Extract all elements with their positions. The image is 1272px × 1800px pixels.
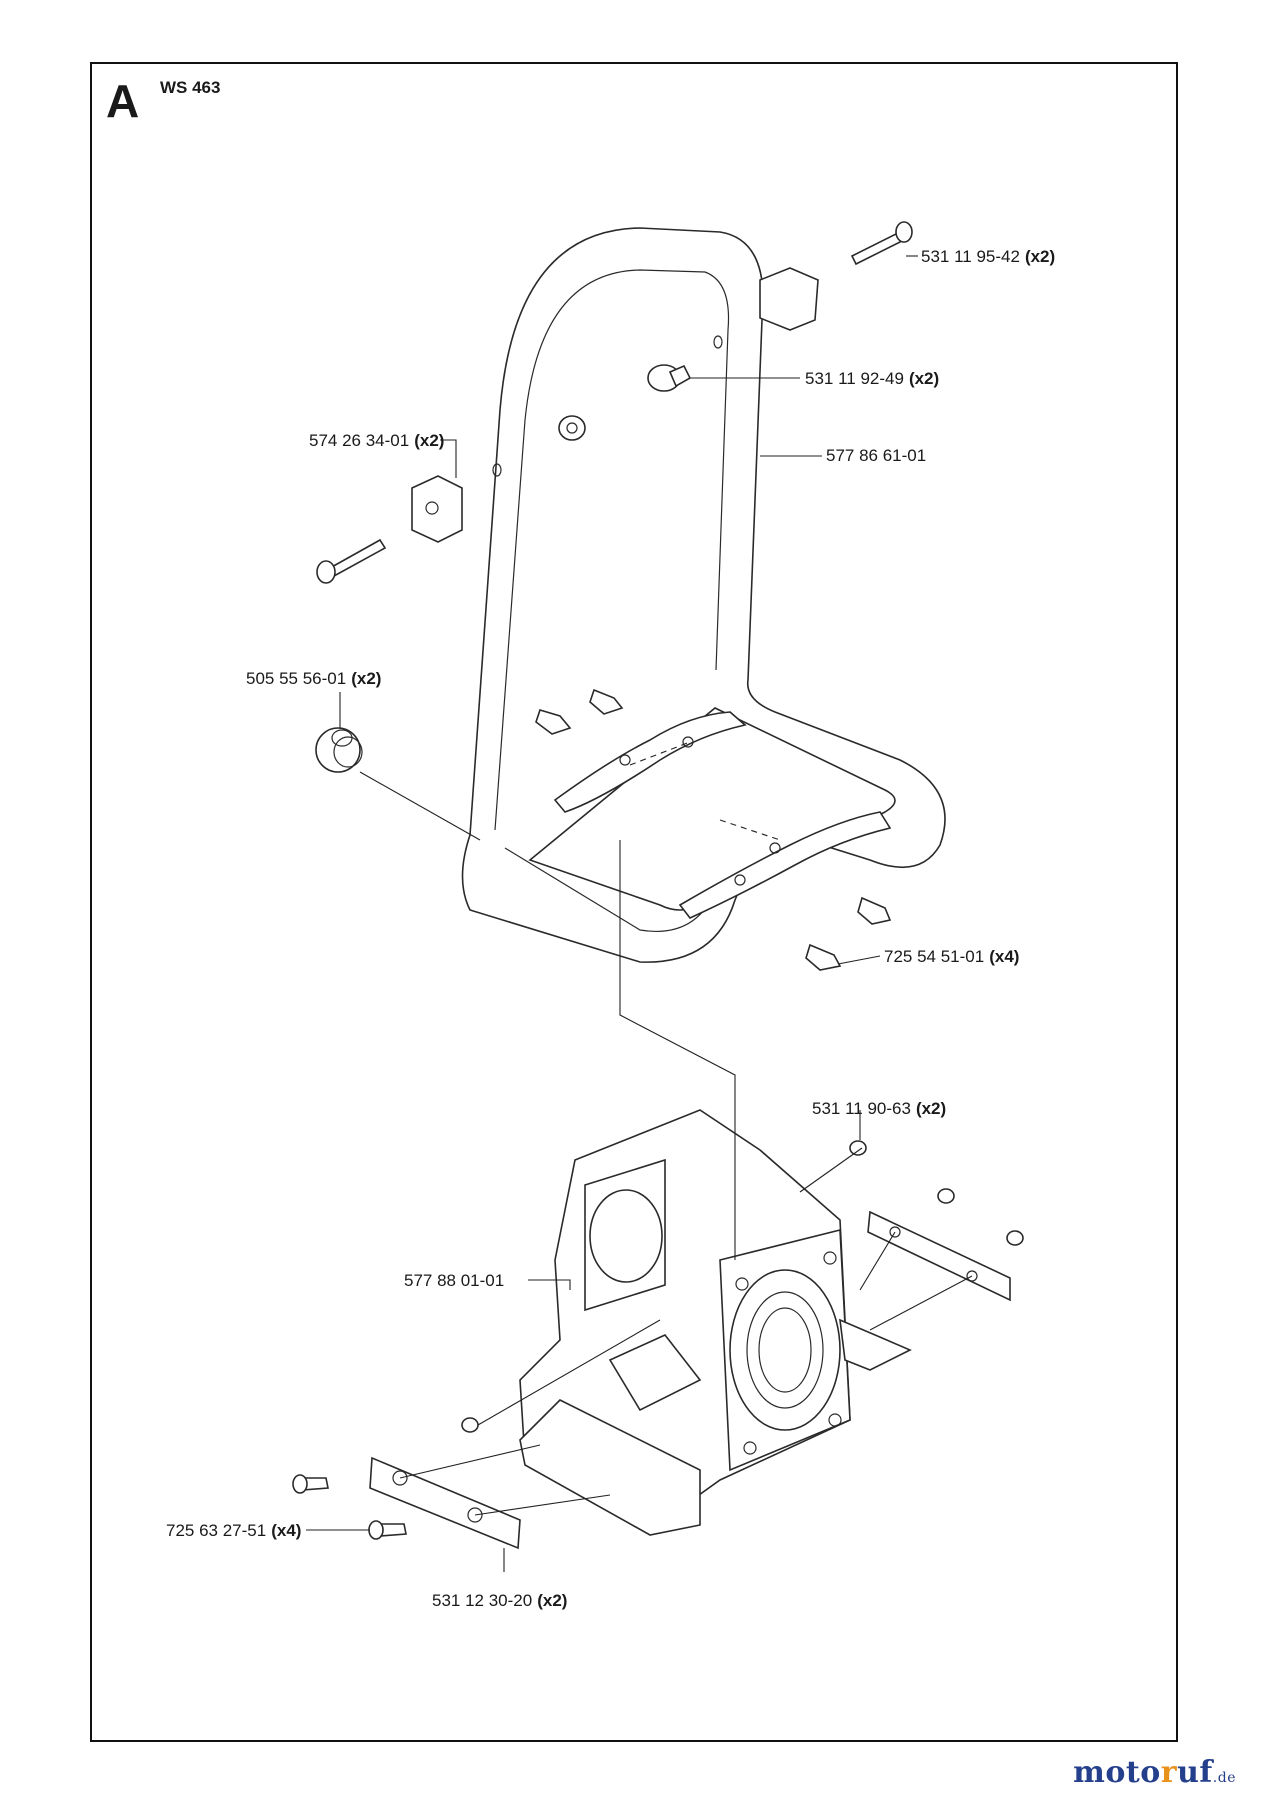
callout-screw-plate: 725 63 27-51(x4) (166, 1522, 301, 1539)
callout-clamp-left: 574 26 34-01(x2) (309, 432, 444, 449)
part-number: 725 63 27-51 (166, 1521, 267, 1540)
callout-plate: 531 12 30-20(x2) (432, 1592, 567, 1609)
model-label: WS 463 (160, 78, 221, 97)
frame-drawing (461, 227, 946, 963)
nut-left-drawing (558, 415, 586, 441)
rubber-plug-drawing (315, 727, 363, 773)
screws-housing-drawing (461, 1140, 1024, 1433)
section-letter: A (106, 75, 140, 127)
callout-screw-housing: 531 11 90-63(x2) (812, 1100, 946, 1117)
callout-bolt-upper-right: 531 11 95-42(x2) (921, 248, 1055, 265)
quantity: (x2) (537, 1591, 568, 1610)
screws-plate-drawing (292, 1474, 407, 1540)
quantity: (x2) (351, 669, 382, 688)
part-number: 531 12 30-20 (432, 1591, 533, 1610)
part-number: 505 55 56-01 (246, 669, 347, 688)
housing-drawing (519, 1109, 912, 1536)
watermark-brand: moto (1073, 1755, 1161, 1790)
leader-lines (306, 255, 973, 1572)
quantity: (x4) (989, 947, 1020, 966)
bolt-upper-right-drawing (850, 221, 913, 266)
part-number: 725 54 51-01 (884, 947, 985, 966)
watermark-logo: motoruf.de (1073, 1755, 1236, 1790)
cap-nut-drawing (647, 364, 692, 392)
part-number: 531 11 90-63 (812, 1099, 911, 1118)
quantity: (x2) (1024, 247, 1056, 266)
quantity: (x2) (908, 369, 940, 388)
watermark-rest: uf (1177, 1755, 1213, 1790)
part-number: 531 11 92-49 (805, 369, 904, 388)
quantity: (x2) (915, 1099, 947, 1118)
callout-cap-nut: 531 11 92-49(x2) (805, 370, 939, 387)
part-number: 574 26 34-01 (309, 431, 410, 450)
plate-lower-left-drawing (369, 1456, 521, 1550)
clamp-upper-right-drawing (759, 267, 819, 331)
callout-housing: 577 88 01-01 (404, 1272, 509, 1289)
screws-frame-drawing (535, 688, 892, 971)
callout-screw-frame: 725 54 51-01(x4) (884, 948, 1019, 965)
callout-rubber-plug: 505 55 56-01(x2) (246, 670, 381, 687)
watermark-tld: .de (1212, 1770, 1236, 1786)
diagram-frame (90, 62, 1178, 1742)
part-number: 577 88 01-01 (404, 1271, 505, 1290)
bolt-left-drawing (316, 538, 387, 584)
part-number: 531 11 95-42 (921, 247, 1020, 266)
quantity: (x2) (414, 431, 445, 450)
part-number: 577 86 61-01 (826, 446, 927, 465)
watermark-accent: r (1160, 1755, 1178, 1790)
quantity: (x4) (271, 1521, 302, 1540)
clamp-left-drawing (411, 475, 463, 543)
callout-frame: 577 86 61-01 (826, 447, 931, 464)
plate-right-drawing (867, 1210, 1011, 1302)
